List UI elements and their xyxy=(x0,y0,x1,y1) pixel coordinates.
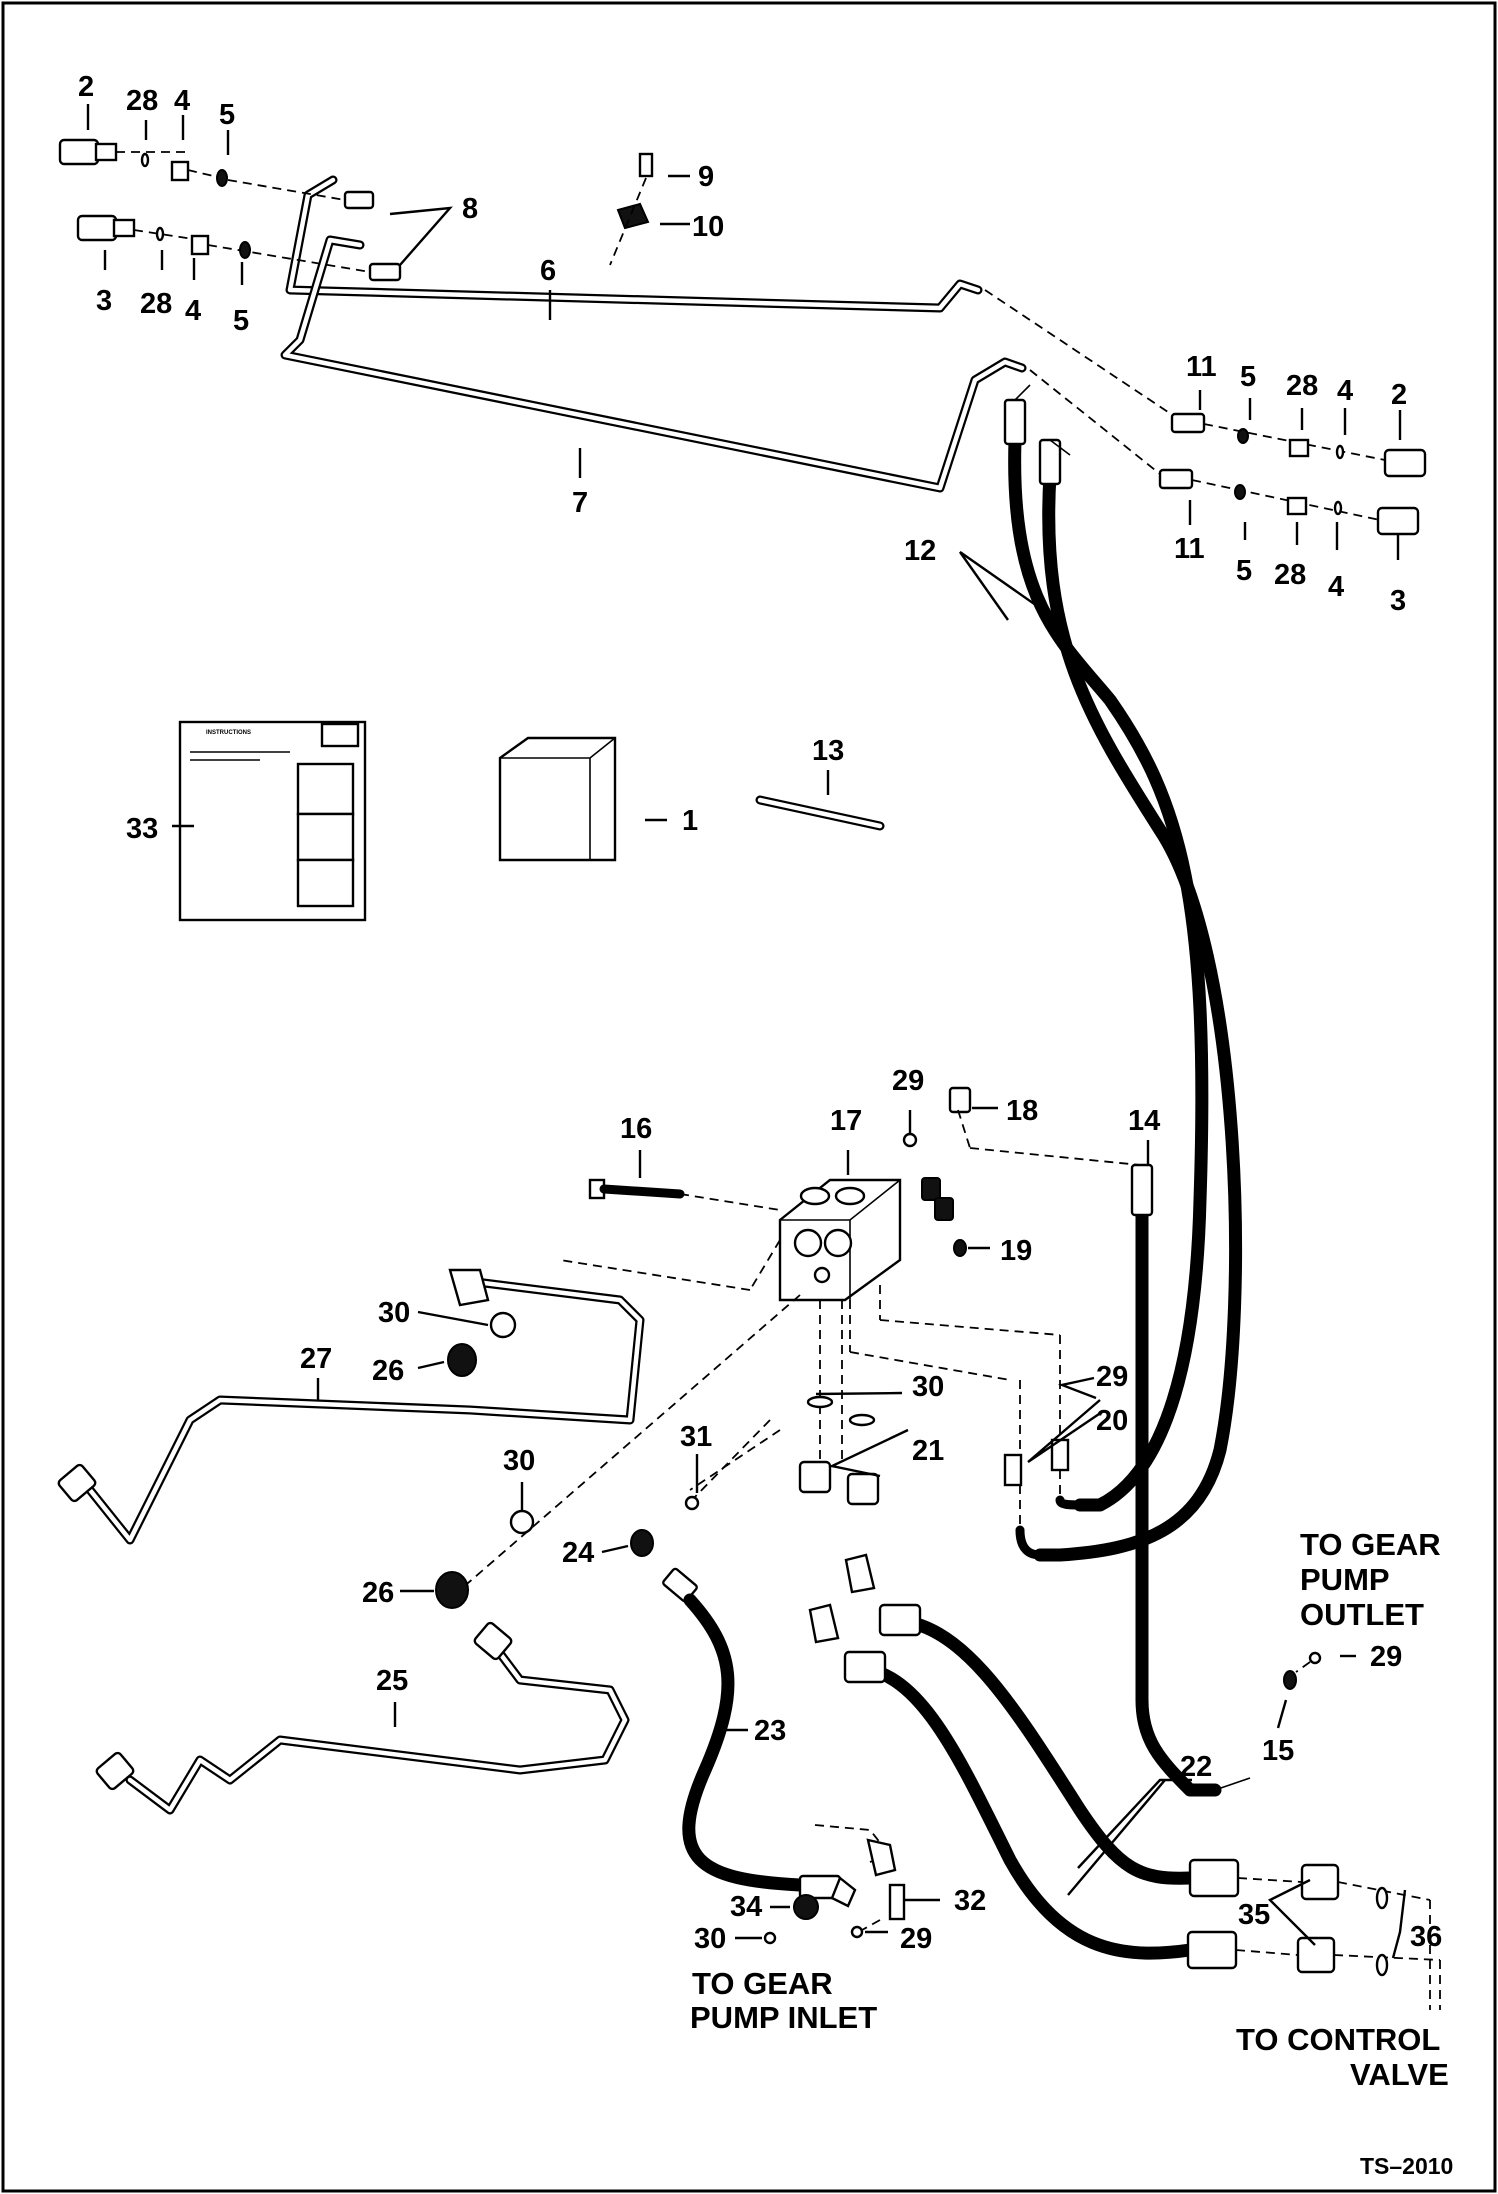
callout-2: 2 xyxy=(1391,379,1407,411)
leader-lines xyxy=(86,104,1407,1959)
callout-6: 6 xyxy=(540,255,556,287)
hose-pair-12 xyxy=(1003,384,1243,1562)
coupler-row-left-bottom xyxy=(76,214,402,282)
callout-11: 11 xyxy=(1174,533,1205,565)
instructions-sheet-33: INSTRUCTIONS xyxy=(178,720,367,922)
routing-dashes xyxy=(459,1109,1141,1591)
note-gear-pump-outlet-line-1: TO GEAR xyxy=(1300,1527,1441,1562)
coupler-row-right xyxy=(984,289,1427,536)
note-control-valve-line-1: TO CONTROL xyxy=(1236,2022,1440,2057)
note-control-valve-line-2: VALVE xyxy=(1350,2057,1449,2092)
tube-25 xyxy=(95,1621,630,1815)
callout-30: 30 xyxy=(912,1371,944,1403)
callout-17: 17 xyxy=(830,1105,862,1137)
tube-lines-6-7 xyxy=(280,175,1027,493)
coupler-row-left-top xyxy=(58,138,375,210)
callout-29: 29 xyxy=(1370,1641,1402,1673)
callout-3: 3 xyxy=(96,285,112,317)
note-gear-pump-inlet-line-1: TO GEAR xyxy=(692,1966,833,2001)
tube-27 xyxy=(57,1268,645,1545)
callout-28: 28 xyxy=(1286,370,1318,402)
hose-14 xyxy=(1130,1163,1297,1797)
bolt-16 xyxy=(588,1178,781,1211)
callout-29: 29 xyxy=(1096,1361,1128,1393)
callout-18: 18 xyxy=(1006,1095,1038,1127)
callout-28: 28 xyxy=(126,85,158,117)
callout-29: 29 xyxy=(900,1923,932,1955)
callout-15: 15 xyxy=(1262,1735,1294,1767)
instructions-title: INSTRUCTIONS xyxy=(206,730,251,736)
callout-28: 28 xyxy=(140,288,172,320)
callout-2: 2 xyxy=(78,71,94,103)
callout-30: 30 xyxy=(694,1923,726,1955)
hose-23 xyxy=(630,1419,857,1908)
note-gear-pump-outlet-line-2: PUMP xyxy=(1300,1562,1390,1597)
callout-5: 5 xyxy=(1236,555,1252,587)
callout-30: 30 xyxy=(378,1297,410,1329)
callout-24: 24 xyxy=(562,1537,594,1569)
callout-4: 4 xyxy=(174,85,190,117)
callout-13: 13 xyxy=(812,735,844,767)
clamp-parts-9-10 xyxy=(609,152,654,266)
callout-34: 34 xyxy=(730,1891,762,1923)
callout-30: 30 xyxy=(503,1445,535,1477)
callout-5: 5 xyxy=(233,305,249,337)
callout-26: 26 xyxy=(362,1577,394,1609)
callout-14: 14 xyxy=(1128,1105,1160,1137)
note-gear-pump-outlet-line-3: OUTLET xyxy=(1300,1597,1424,1632)
callout-28: 28 xyxy=(1274,559,1306,591)
callout-10: 10 xyxy=(692,211,724,243)
callout-1: 1 xyxy=(682,805,698,837)
tie-strap-13 xyxy=(755,795,885,831)
callout-23: 23 xyxy=(754,1715,786,1747)
callout-20: 20 xyxy=(1096,1405,1128,1437)
callout-numbers: 2 28 4 5 3 28 4 5 8 9 10 6 7 11 5 28 4 2… xyxy=(78,71,1442,1955)
callout-16: 16 xyxy=(620,1113,652,1145)
inlet-fittings-32-34 xyxy=(763,1824,906,1945)
callout-26: 26 xyxy=(372,1355,404,1387)
callout-21: 21 xyxy=(912,1435,944,1467)
callout-11: 11 xyxy=(1186,351,1217,383)
callout-29: 29 xyxy=(892,1065,924,1097)
note-gear-pump-inlet-line-2: PUMP INLET xyxy=(690,2000,877,2035)
callout-19: 19 xyxy=(1000,1235,1032,1267)
callout-27: 27 xyxy=(300,1343,332,1375)
callout-9: 9 xyxy=(698,161,714,193)
outlet-ring xyxy=(1295,1651,1322,1673)
hose-pair-22 xyxy=(808,1553,1441,2010)
callout-8: 8 xyxy=(462,193,478,225)
callout-7: 7 xyxy=(572,487,588,519)
callout-12: 12 xyxy=(904,535,936,567)
callout-5: 5 xyxy=(1240,361,1256,393)
callout-22: 22 xyxy=(1180,1751,1212,1783)
destination-notes: TO GEAR PUMP OUTLET TO GEAR PUMP INLET T… xyxy=(690,1527,1449,2092)
callout-4: 4 xyxy=(185,295,201,327)
callout-5: 5 xyxy=(219,99,235,131)
valve-block-17 xyxy=(778,1086,972,1302)
callout-36: 36 xyxy=(1410,1921,1442,1953)
callout-3: 3 xyxy=(1390,585,1406,617)
callout-33: 33 xyxy=(126,813,158,845)
callout-32: 32 xyxy=(954,1885,986,1917)
fittings-26-30 xyxy=(435,1311,535,1609)
callout-31: 31 xyxy=(680,1421,712,1453)
manual-box-1 xyxy=(498,736,617,862)
callout-4: 4 xyxy=(1328,571,1344,603)
callout-25: 25 xyxy=(376,1665,408,1697)
callout-4: 4 xyxy=(1337,375,1353,407)
callout-35: 35 xyxy=(1238,1899,1270,1931)
figure-id: TS–2010 xyxy=(1360,2153,1453,2179)
